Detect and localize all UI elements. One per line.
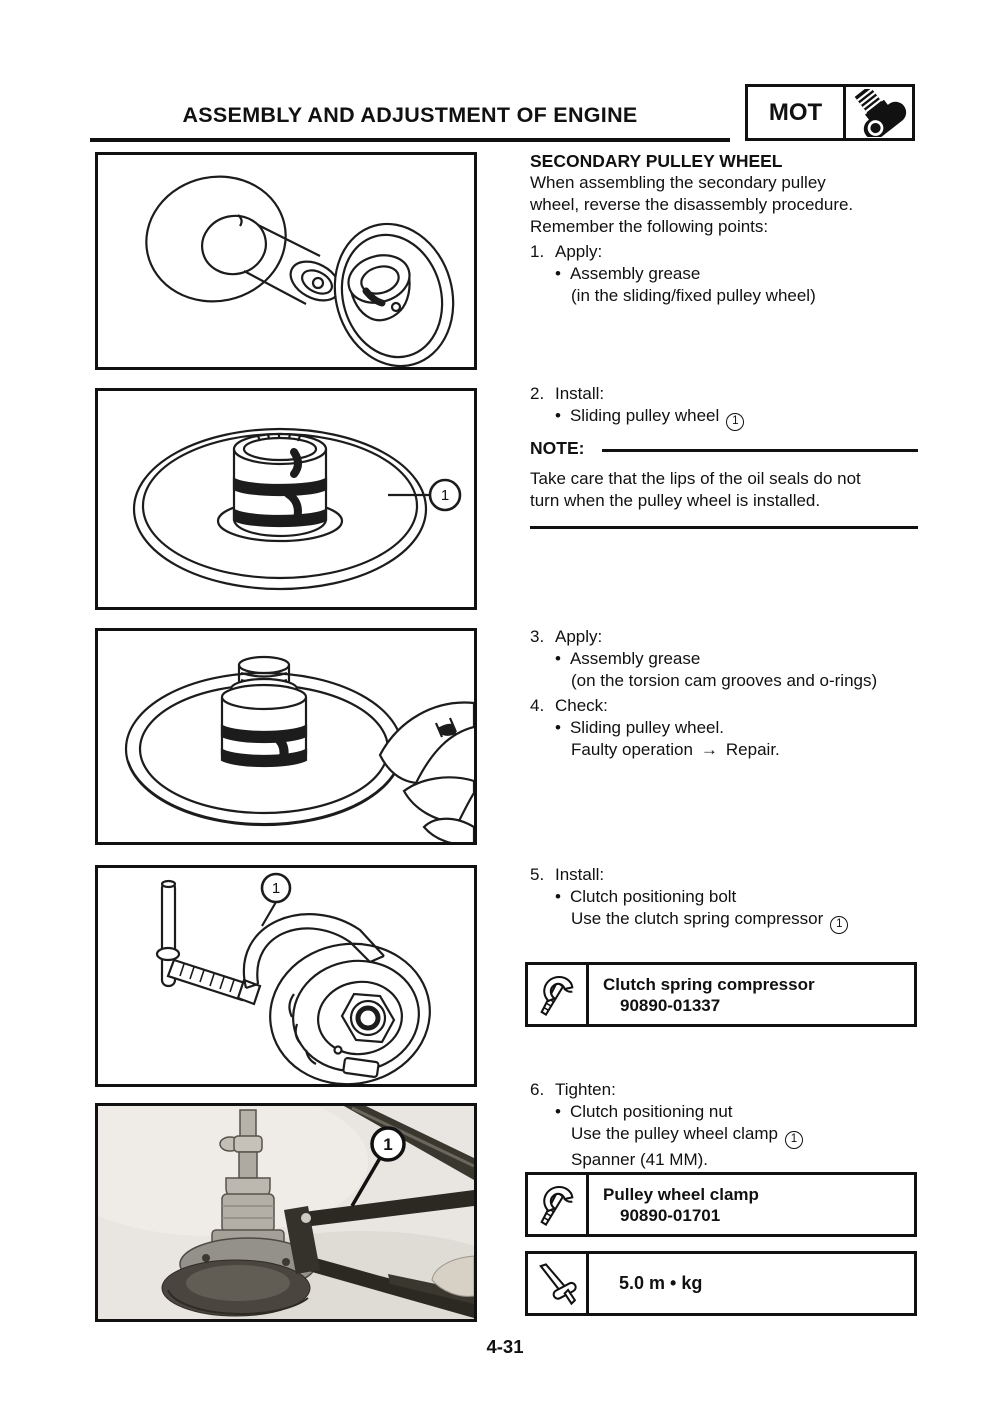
callout-ref: 1 xyxy=(830,916,849,934)
detail-text: Repair. xyxy=(725,740,780,759)
tool-part-number: 90890-01701 xyxy=(620,1205,721,1225)
callout-ref: 1 xyxy=(726,413,745,431)
tool-part-number: 90890-01337 xyxy=(620,995,721,1015)
step-1: 1. Apply: xyxy=(530,241,928,263)
step-action: Install: xyxy=(555,384,605,403)
note-header: NOTE: xyxy=(530,438,918,459)
detail-text: Use the clutch spring compressor xyxy=(571,909,824,928)
special-tool-icon xyxy=(528,965,589,1024)
bullet-glyph: • xyxy=(555,406,561,425)
steps-3-4-block: 3. Apply: • Assembly grease (on the tors… xyxy=(530,626,928,761)
figure-clutch-spring-compressor: 1 xyxy=(95,865,477,1087)
page-title: ASSEMBLY AND ADJUSTMENT OF ENGINE xyxy=(182,103,638,127)
step-2: 2. Install: xyxy=(530,383,928,405)
step-number: 1. xyxy=(530,242,545,261)
page-number: 4-31 xyxy=(486,1336,524,1357)
bullet-glyph: • xyxy=(555,1102,561,1121)
step-6-block: 6. Tighten: • Clutch positioning nut Use… xyxy=(530,1079,928,1171)
figure4-callout: 1 xyxy=(272,880,280,897)
toolbox-clutch-spring-compressor: Clutch spring compressor 90890-01337 xyxy=(525,962,917,1027)
step-number: 2. xyxy=(530,384,545,403)
engine-icon xyxy=(846,87,912,138)
bullet-text: Clutch positioning bolt xyxy=(569,887,737,906)
step-6: 6. Tighten: xyxy=(530,1079,928,1101)
callout-ref: 1 xyxy=(784,1131,803,1149)
note-label: NOTE: xyxy=(530,438,585,458)
step-6-detail-2: Spanner (41 MM). xyxy=(571,1150,708,1169)
tool-name: Clutch spring compressor xyxy=(603,974,815,994)
intro-line: wheel, reverse the disassembly procedure… xyxy=(530,195,854,214)
figure2-callout: 1 xyxy=(441,487,449,504)
intro-line: When assembling the secondary pulley xyxy=(530,173,826,192)
step-number: 5. xyxy=(530,865,545,884)
bullet-text: Assembly grease xyxy=(569,649,701,668)
step-action: Install: xyxy=(555,865,605,884)
bullet-text: Sliding pulley wheel. xyxy=(569,718,724,737)
bullet-text: Assembly grease xyxy=(569,264,701,283)
step-number: 3. xyxy=(530,627,545,646)
torque-wrench-icon xyxy=(528,1254,589,1313)
step-4-bullet: • Sliding pulley wheel. xyxy=(530,717,928,739)
section-badge: MOT xyxy=(745,84,915,141)
step-3-detail: (on the torsion cam grooves and o-rings) xyxy=(571,671,878,690)
step-3: 3. Apply: xyxy=(530,626,928,648)
arrow-right-icon: → xyxy=(700,740,718,759)
step-action: Apply: xyxy=(555,627,603,646)
step-6-detail: Use the pulley wheel clamp 1 xyxy=(530,1123,928,1149)
tool-info: Pulley wheel clamp 90890-01701 xyxy=(589,1175,914,1234)
detail-text: Use the pulley wheel clamp xyxy=(571,1124,778,1143)
title-rule xyxy=(90,138,730,142)
figure-pulley-wheel-clamp-photo: 1 xyxy=(95,1103,477,1322)
tool-info: Clutch spring compressor 90890-01337 xyxy=(589,965,914,1024)
step-action: Check: xyxy=(555,696,608,715)
toolbox-pulley-wheel-clamp: Pulley wheel clamp 90890-01701 xyxy=(525,1172,917,1237)
step-number: 6. xyxy=(530,1080,545,1099)
figure-pulley-wheel-halves xyxy=(95,152,477,370)
section-secondary-pulley-wheel: SECONDARY PULLEY WHEEL When assembling t… xyxy=(530,150,928,307)
special-tool-icon xyxy=(528,1175,589,1234)
figure-check-pulley-hand xyxy=(95,628,477,845)
step-5: 5. Install: xyxy=(530,864,928,886)
step-6-bullet: • Clutch positioning nut xyxy=(530,1101,928,1123)
note-rule xyxy=(602,448,918,452)
note-text: Take care that the lips of the oil seals… xyxy=(530,468,928,512)
intro-line: Remember the following points: xyxy=(530,217,769,236)
step-action: Apply: xyxy=(555,242,603,261)
figure-sliding-pulley-install: 1 xyxy=(95,388,477,610)
step-5-block: 5. Install: • Clutch positioning bolt Us… xyxy=(530,864,928,934)
figure5-callout: 1 xyxy=(383,1135,392,1154)
step-5-detail: Use the clutch spring compressor 1 xyxy=(530,908,928,934)
step-1-bullet: • Assembly grease xyxy=(530,263,928,285)
step-4: 4. Check: xyxy=(530,695,928,717)
step-4-detail: Faulty operation → Repair. xyxy=(530,739,928,761)
torque-spec-box: 5.0 m • kg xyxy=(525,1251,917,1316)
torque-value: 5.0 m • kg xyxy=(619,1273,703,1293)
bullet-glyph: • xyxy=(555,718,561,737)
step-action: Tighten: xyxy=(555,1080,616,1099)
bullet-glyph: • xyxy=(555,264,561,283)
bullet-glyph: • xyxy=(555,887,561,906)
badge-label: MOT xyxy=(748,87,846,138)
bullet-glyph: • xyxy=(555,649,561,668)
bullet-text: Clutch positioning nut xyxy=(569,1102,733,1121)
detail-text: Faulty operation xyxy=(571,740,693,759)
note-line: turn when the pulley wheel is installed. xyxy=(530,491,821,510)
step-number: 4. xyxy=(530,696,545,715)
step-1-detail: (in the sliding/fixed pulley wheel) xyxy=(571,286,816,305)
step-5-bullet: • Clutch positioning bolt xyxy=(530,886,928,908)
section-heading: SECONDARY PULLEY WHEEL xyxy=(530,151,783,171)
step-3-bullet: • Assembly grease xyxy=(530,648,928,670)
note-end-rule xyxy=(530,526,918,529)
note-line: Take care that the lips of the oil seals… xyxy=(530,469,861,488)
tool-name: Pulley wheel clamp xyxy=(603,1184,759,1204)
